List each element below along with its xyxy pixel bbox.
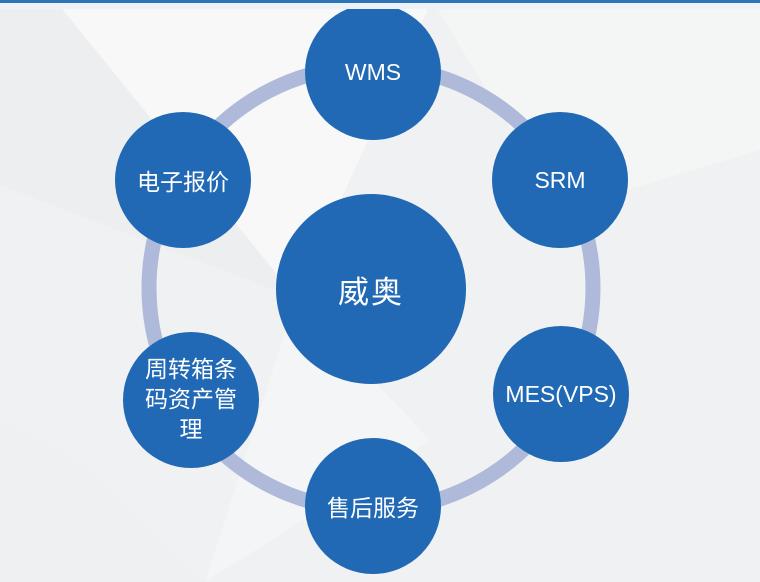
node-srm-label: SRM bbox=[534, 166, 586, 193]
node-center-label: 威奥 bbox=[338, 274, 404, 310]
node-srm: SRM bbox=[492, 112, 628, 248]
node-center-weiao: 威奥 bbox=[276, 194, 466, 384]
node-turnover-box: 周转箱条码资产管理 bbox=[123, 332, 259, 468]
node-after-sales: 售后服务 bbox=[305, 438, 441, 574]
node-e-quotation-label: 电子报价 bbox=[137, 169, 229, 195]
top-accent-strip bbox=[0, 3, 760, 9]
node-mes-vps: MES(VPS) bbox=[493, 326, 629, 462]
node-after-sales-label: 售后服务 bbox=[327, 495, 419, 521]
node-mes-vps-label: MES(VPS) bbox=[505, 380, 617, 407]
node-wms-label: WMS bbox=[344, 58, 402, 85]
node-turnover-box-label: 周转箱条码资产管理 bbox=[145, 356, 237, 442]
top-accent-bar bbox=[0, 0, 760, 3]
node-wms: WMS bbox=[305, 4, 441, 140]
node-e-quotation: 电子报价 bbox=[115, 112, 251, 248]
